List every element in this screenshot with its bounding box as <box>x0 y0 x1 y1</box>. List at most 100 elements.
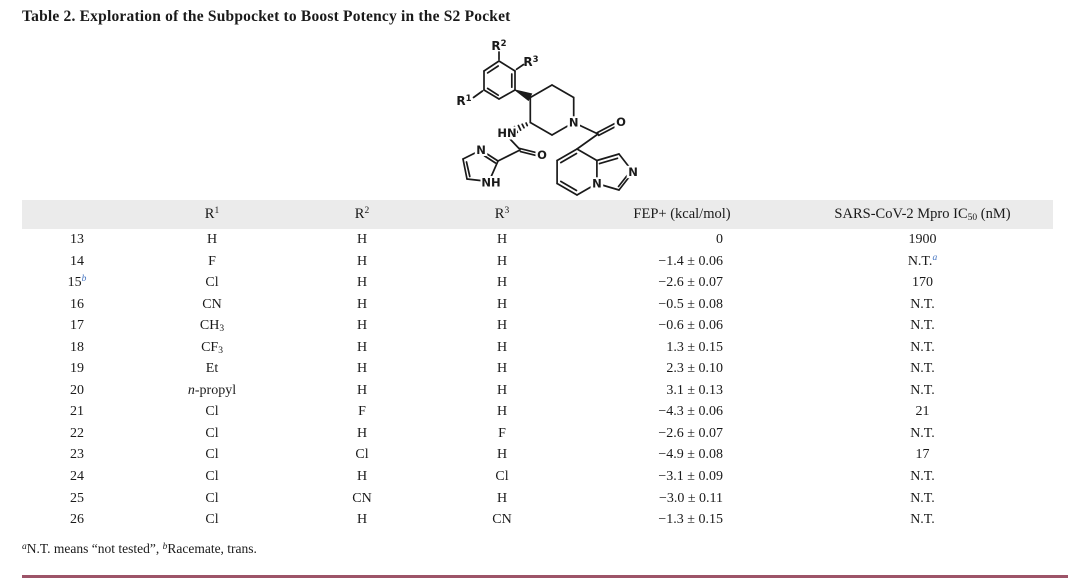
cell-r2: H <box>356 469 368 485</box>
label-backplates <box>474 115 640 190</box>
cell-fep: 1.3 ± 0.15 <box>666 339 723 355</box>
cell-fep: −1.4 ± 0.06 <box>658 253 723 269</box>
cell-fep: −3.0 ± 0.11 <box>658 490 723 506</box>
cell-id: 24 <box>70 469 84 485</box>
column-header-fep: FEP+ (kcal/mol) <box>633 206 731 222</box>
cell-r2: H <box>356 296 368 312</box>
cell-r1: n-propyl <box>187 382 237 398</box>
cell-r3: H <box>496 404 508 420</box>
table-title: Table 2. Exploration of the Subpocket to… <box>22 8 511 25</box>
cell-ic50: N.T. <box>910 512 935 528</box>
cell-r1: Cl <box>205 425 219 441</box>
cell-r1: Et <box>205 361 219 377</box>
cell-r3: H <box>496 253 508 269</box>
cell-r3: H <box>496 296 508 312</box>
imidazole-amide <box>462 138 540 183</box>
cell-ic50: 21 <box>915 404 930 420</box>
cell-ic50: 1900 <box>908 232 937 247</box>
cell-r3: H <box>496 232 508 247</box>
cell-r3: H <box>496 382 508 398</box>
cell-r1: Cl <box>205 469 219 485</box>
cell-ic50: N.T.a <box>907 252 938 269</box>
footnote: aN.T. means “not tested”, bRacemate, tra… <box>22 541 257 556</box>
chemical-structure: R2 R3 R1 HN N NH O N O N N <box>456 39 640 196</box>
cell-fep: −4.3 ± 0.06 <box>658 404 723 420</box>
cell-r1: CF3 <box>201 339 223 356</box>
cell-id: 26 <box>70 512 84 528</box>
cell-fep: −0.6 ± 0.06 <box>658 318 723 334</box>
cell-r1: Cl <box>205 490 219 506</box>
piperidine-ring <box>529 84 575 136</box>
cell-fep: 2.3 ± 0.10 <box>666 361 723 377</box>
cell-r2: Cl <box>355 447 369 463</box>
cell-r3: F <box>498 425 506 441</box>
cell-id: 14 <box>70 253 84 269</box>
cell-id: 18 <box>70 339 84 355</box>
piperidine-n-label: N <box>569 116 579 130</box>
column-header-ic50: SARS-CoV-2 Mpro IC50 (nM) <box>834 206 1011 223</box>
right-imidazole-n-label: N <box>628 165 638 179</box>
cell-r1: Cl <box>205 404 219 420</box>
cell-ic50: N.T. <box>910 469 935 485</box>
column-header-id <box>22 200 132 229</box>
cell-ic50: N.T. <box>910 425 935 441</box>
cell-id: 23 <box>70 447 84 463</box>
cell-r2: H <box>356 425 368 441</box>
cell-id: 19 <box>70 361 84 377</box>
hn-label: HN <box>497 126 516 140</box>
r2-label: R2 <box>491 39 506 53</box>
cell-ic50: 170 <box>912 275 933 291</box>
r1-label: R1 <box>456 94 471 108</box>
cell-r1: F <box>208 253 216 269</box>
cell-id: 20 <box>70 382 84 398</box>
cell-r3: H <box>496 339 508 355</box>
cell-r2: H <box>356 253 368 269</box>
cell-id: 21 <box>70 404 84 420</box>
right-carbonyl-o-label: O <box>616 115 626 129</box>
cell-ic50: N.T. <box>910 339 935 355</box>
cell-id: 17 <box>70 318 84 334</box>
cell-r1: H <box>206 232 218 247</box>
cell-id: 25 <box>70 490 84 506</box>
cell-r2: H <box>356 512 368 528</box>
imidazole-n-label: N <box>476 143 486 157</box>
cell-fep: −3.1 ± 0.09 <box>658 469 723 485</box>
cell-ic50: N.T. <box>910 296 935 312</box>
cell-ic50: 17 <box>915 447 930 463</box>
cell-r1: Cl <box>205 275 219 291</box>
cell-r2: H <box>356 275 368 291</box>
cell-r2: H <box>356 232 368 247</box>
column-header-r3: R3 <box>494 206 510 222</box>
cell-ic50: N.T. <box>910 382 935 398</box>
column-header-r2: R2 <box>354 206 370 222</box>
cell-fep: −1.3 ± 0.15 <box>658 512 723 528</box>
phenyl-ring <box>472 51 525 100</box>
cell-r1: CN <box>202 296 222 312</box>
cell-fep: 3.1 ± 0.13 <box>666 382 723 398</box>
cell-id: 13 <box>70 232 84 247</box>
left-carbonyl-o-label: O <box>537 148 547 162</box>
r3-label: R3 <box>523 55 538 69</box>
cell-id: 22 <box>70 425 84 441</box>
cell-r3: H <box>496 318 508 334</box>
cell-ic50: N.T. <box>910 361 935 377</box>
table-row: 21 Cl F H −4.3 ± 0.06 21 <box>22 401 1053 423</box>
bridgehead-n-label: N <box>592 177 602 191</box>
bottom-divider-rule <box>22 575 1068 578</box>
cell-r2: H <box>356 318 368 334</box>
cell-fep: −0.5 ± 0.08 <box>658 296 723 312</box>
cell-r2: F <box>358 404 366 420</box>
